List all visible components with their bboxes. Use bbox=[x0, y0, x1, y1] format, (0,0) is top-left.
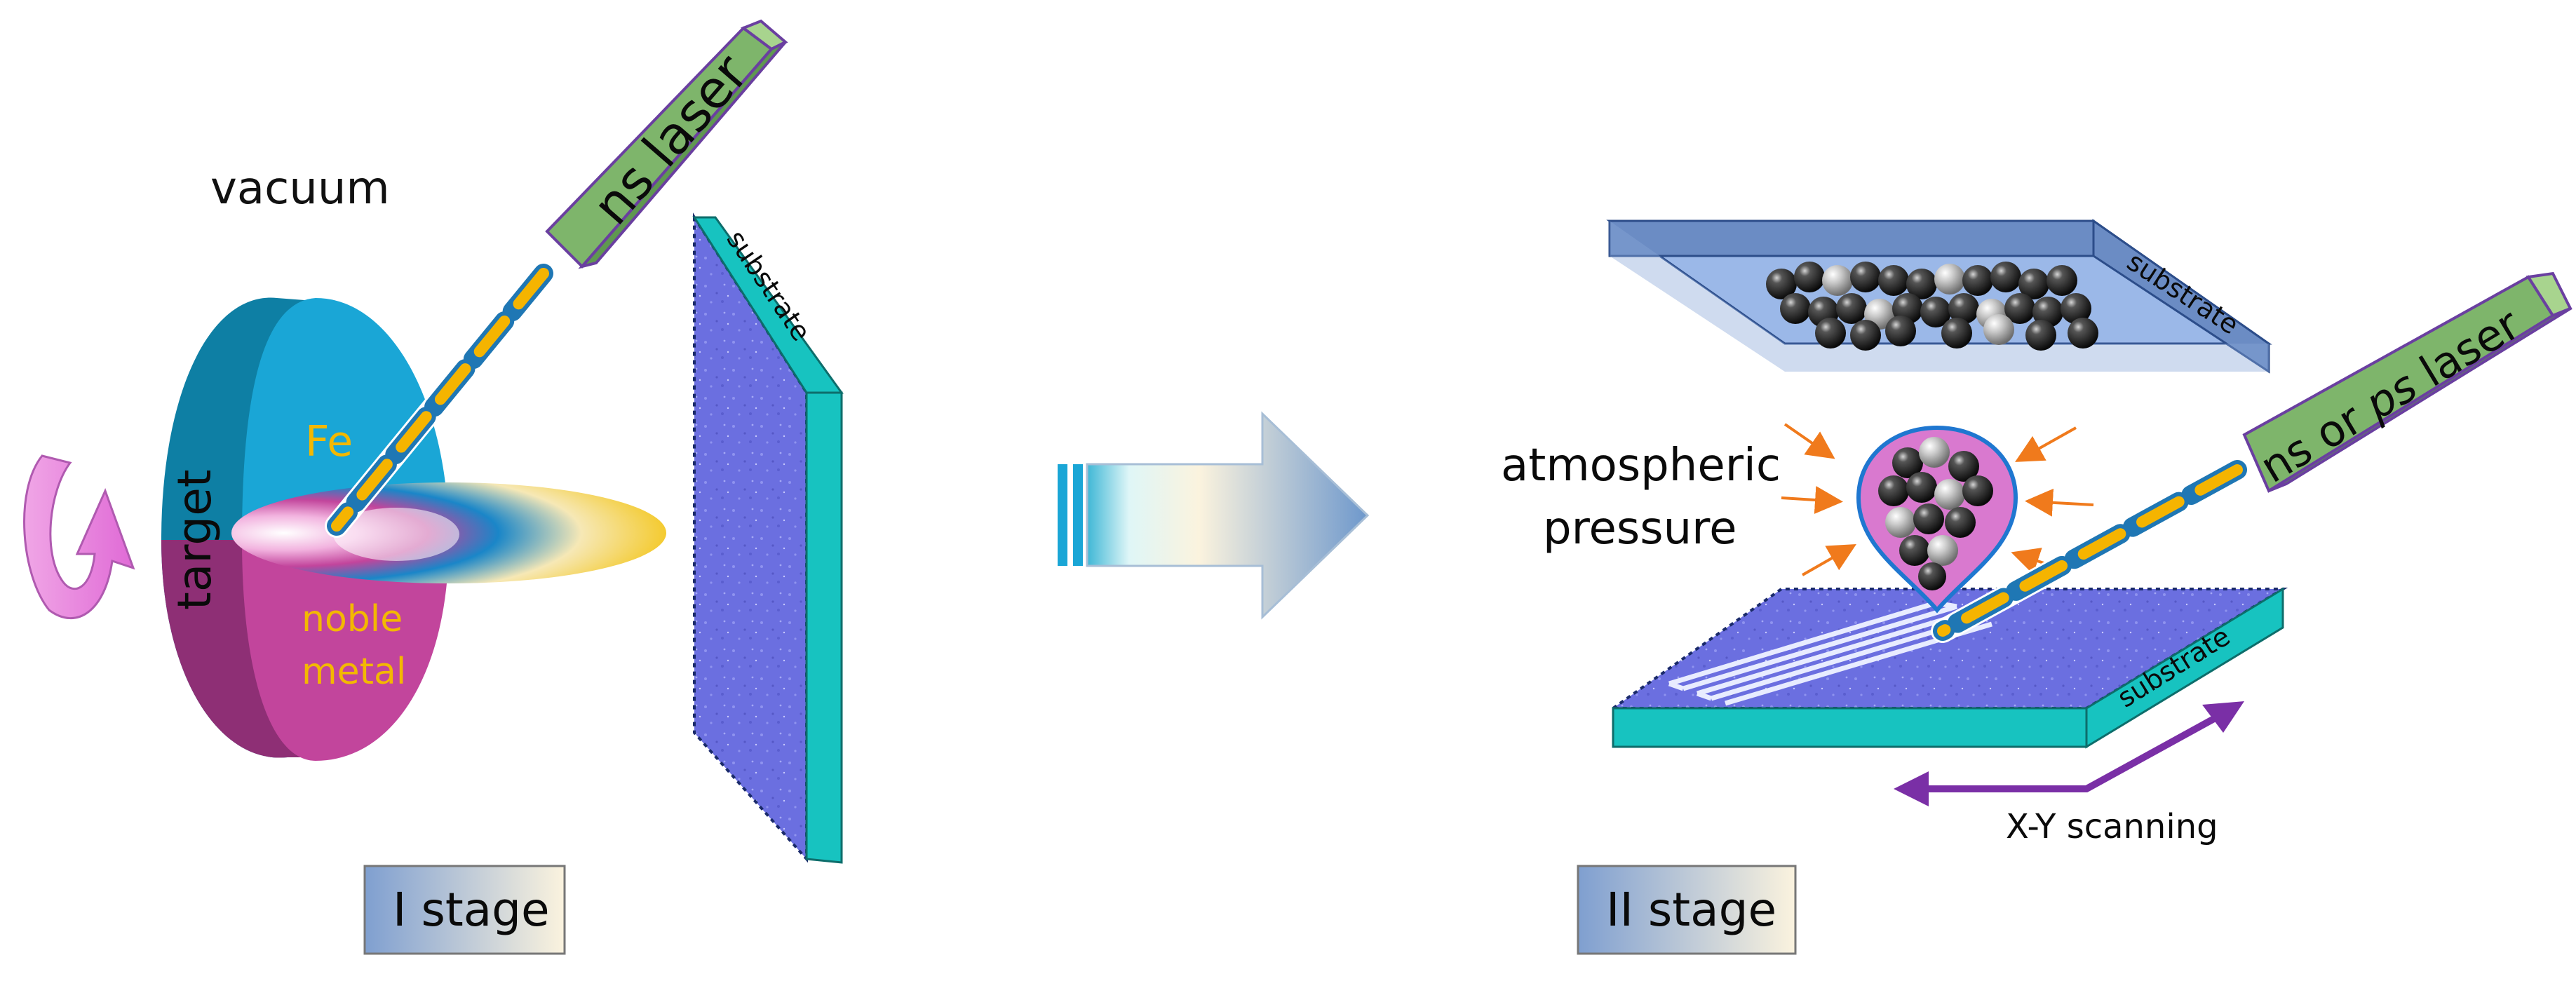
target-label: target bbox=[168, 469, 222, 610]
laser-beam-stage2 bbox=[1931, 458, 2249, 643]
noble-label: noble bbox=[302, 598, 403, 640]
substrate-panel-stage1 bbox=[692, 212, 844, 864]
stage-one: vacuum target Fe noble metal bbox=[23, 19, 844, 955]
plume-core bbox=[333, 508, 459, 561]
stage-one-label: I stage bbox=[393, 883, 550, 937]
pressure-label-line1: atmospheric bbox=[1501, 440, 1781, 492]
nanoparticle-cluster-bubble bbox=[1856, 425, 2018, 614]
laser-beam-stage1 bbox=[325, 262, 555, 538]
pressure-arrows bbox=[1781, 423, 2094, 576]
ns-or-ps-laser-label: ns or ps laser bbox=[2251, 298, 2528, 493]
stage-two-box bbox=[1577, 865, 1797, 955]
target-fe-half bbox=[242, 298, 449, 540]
rotation-arrow-icon bbox=[23, 454, 135, 619]
transition-arrow-icon bbox=[1058, 411, 1370, 620]
target-disk bbox=[161, 297, 449, 761]
xy-scanning-arrow-icon bbox=[1894, 701, 2244, 806]
ns-or-ps-laser-box bbox=[2242, 271, 2572, 493]
fe-label: Fe bbox=[305, 417, 353, 466]
stage-two: substrate bbox=[1501, 219, 2572, 955]
pressure-label-line2: pressure bbox=[1543, 503, 1737, 555]
metal-label: metal bbox=[302, 651, 406, 693]
ns-laser-box bbox=[545, 19, 788, 269]
stage-one-box bbox=[363, 865, 566, 955]
target-noble-metal-half bbox=[242, 540, 449, 761]
vacuum-label: vacuum bbox=[210, 163, 390, 215]
ns-laser-label: ns laser bbox=[581, 43, 760, 236]
scan-track-lines bbox=[1668, 600, 1992, 706]
stage-two-label: II stage bbox=[1606, 883, 1776, 937]
deposited-nanoparticles bbox=[1766, 262, 2098, 351]
xy-scanning-label: X-Y scanning bbox=[2006, 807, 2218, 846]
